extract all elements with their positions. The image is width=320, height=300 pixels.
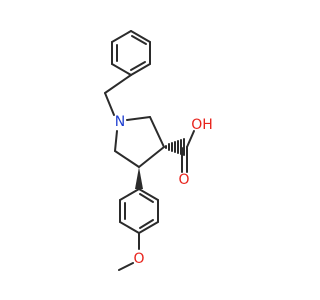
- methoxy-oxygen-label: O: [133, 251, 144, 267]
- bond: [138, 221, 159, 234]
- double-bond-inner: [139, 193, 154, 203]
- hashed-wedge-bond: [165, 138, 185, 156]
- bond: [111, 30, 132, 43]
- benzyl-phenyl-ring: [111, 30, 151, 76]
- molecule-diagram: N OH O O: [104, 30, 213, 271]
- solid-wedge-bond: [135, 167, 143, 189]
- methoxyphenyl-ring: [119, 188, 159, 234]
- double-bond-inner: [139, 219, 154, 229]
- c-oh-bond: [186, 130, 195, 148]
- bond: [138, 146, 165, 168]
- bond: [149, 116, 165, 148]
- ch2-to-nitrogen-bond: [104, 92, 115, 116]
- pyrrolidine-ring: [114, 116, 165, 168]
- nitrogen-atom-label: N: [115, 114, 125, 130]
- bond: [119, 188, 140, 201]
- bond: [119, 221, 140, 234]
- benzyl-ch2-bond: [104, 74, 132, 94]
- double-bond-inner: [131, 35, 147, 45]
- hydroxyl-label: OH: [191, 117, 213, 133]
- bond: [130, 30, 151, 43]
- bond: [130, 63, 151, 76]
- bond: [114, 150, 140, 168]
- double-bond-inner: [130, 61, 146, 71]
- bond: [126, 116, 151, 121]
- methyl-bond: [118, 262, 134, 271]
- carbonyl-oxygen-label: O: [178, 172, 189, 188]
- structure-canvas: N OH O O: [104, 30, 213, 271]
- bond: [138, 188, 159, 201]
- bond: [111, 63, 132, 76]
- bond: [114, 130, 118, 152]
